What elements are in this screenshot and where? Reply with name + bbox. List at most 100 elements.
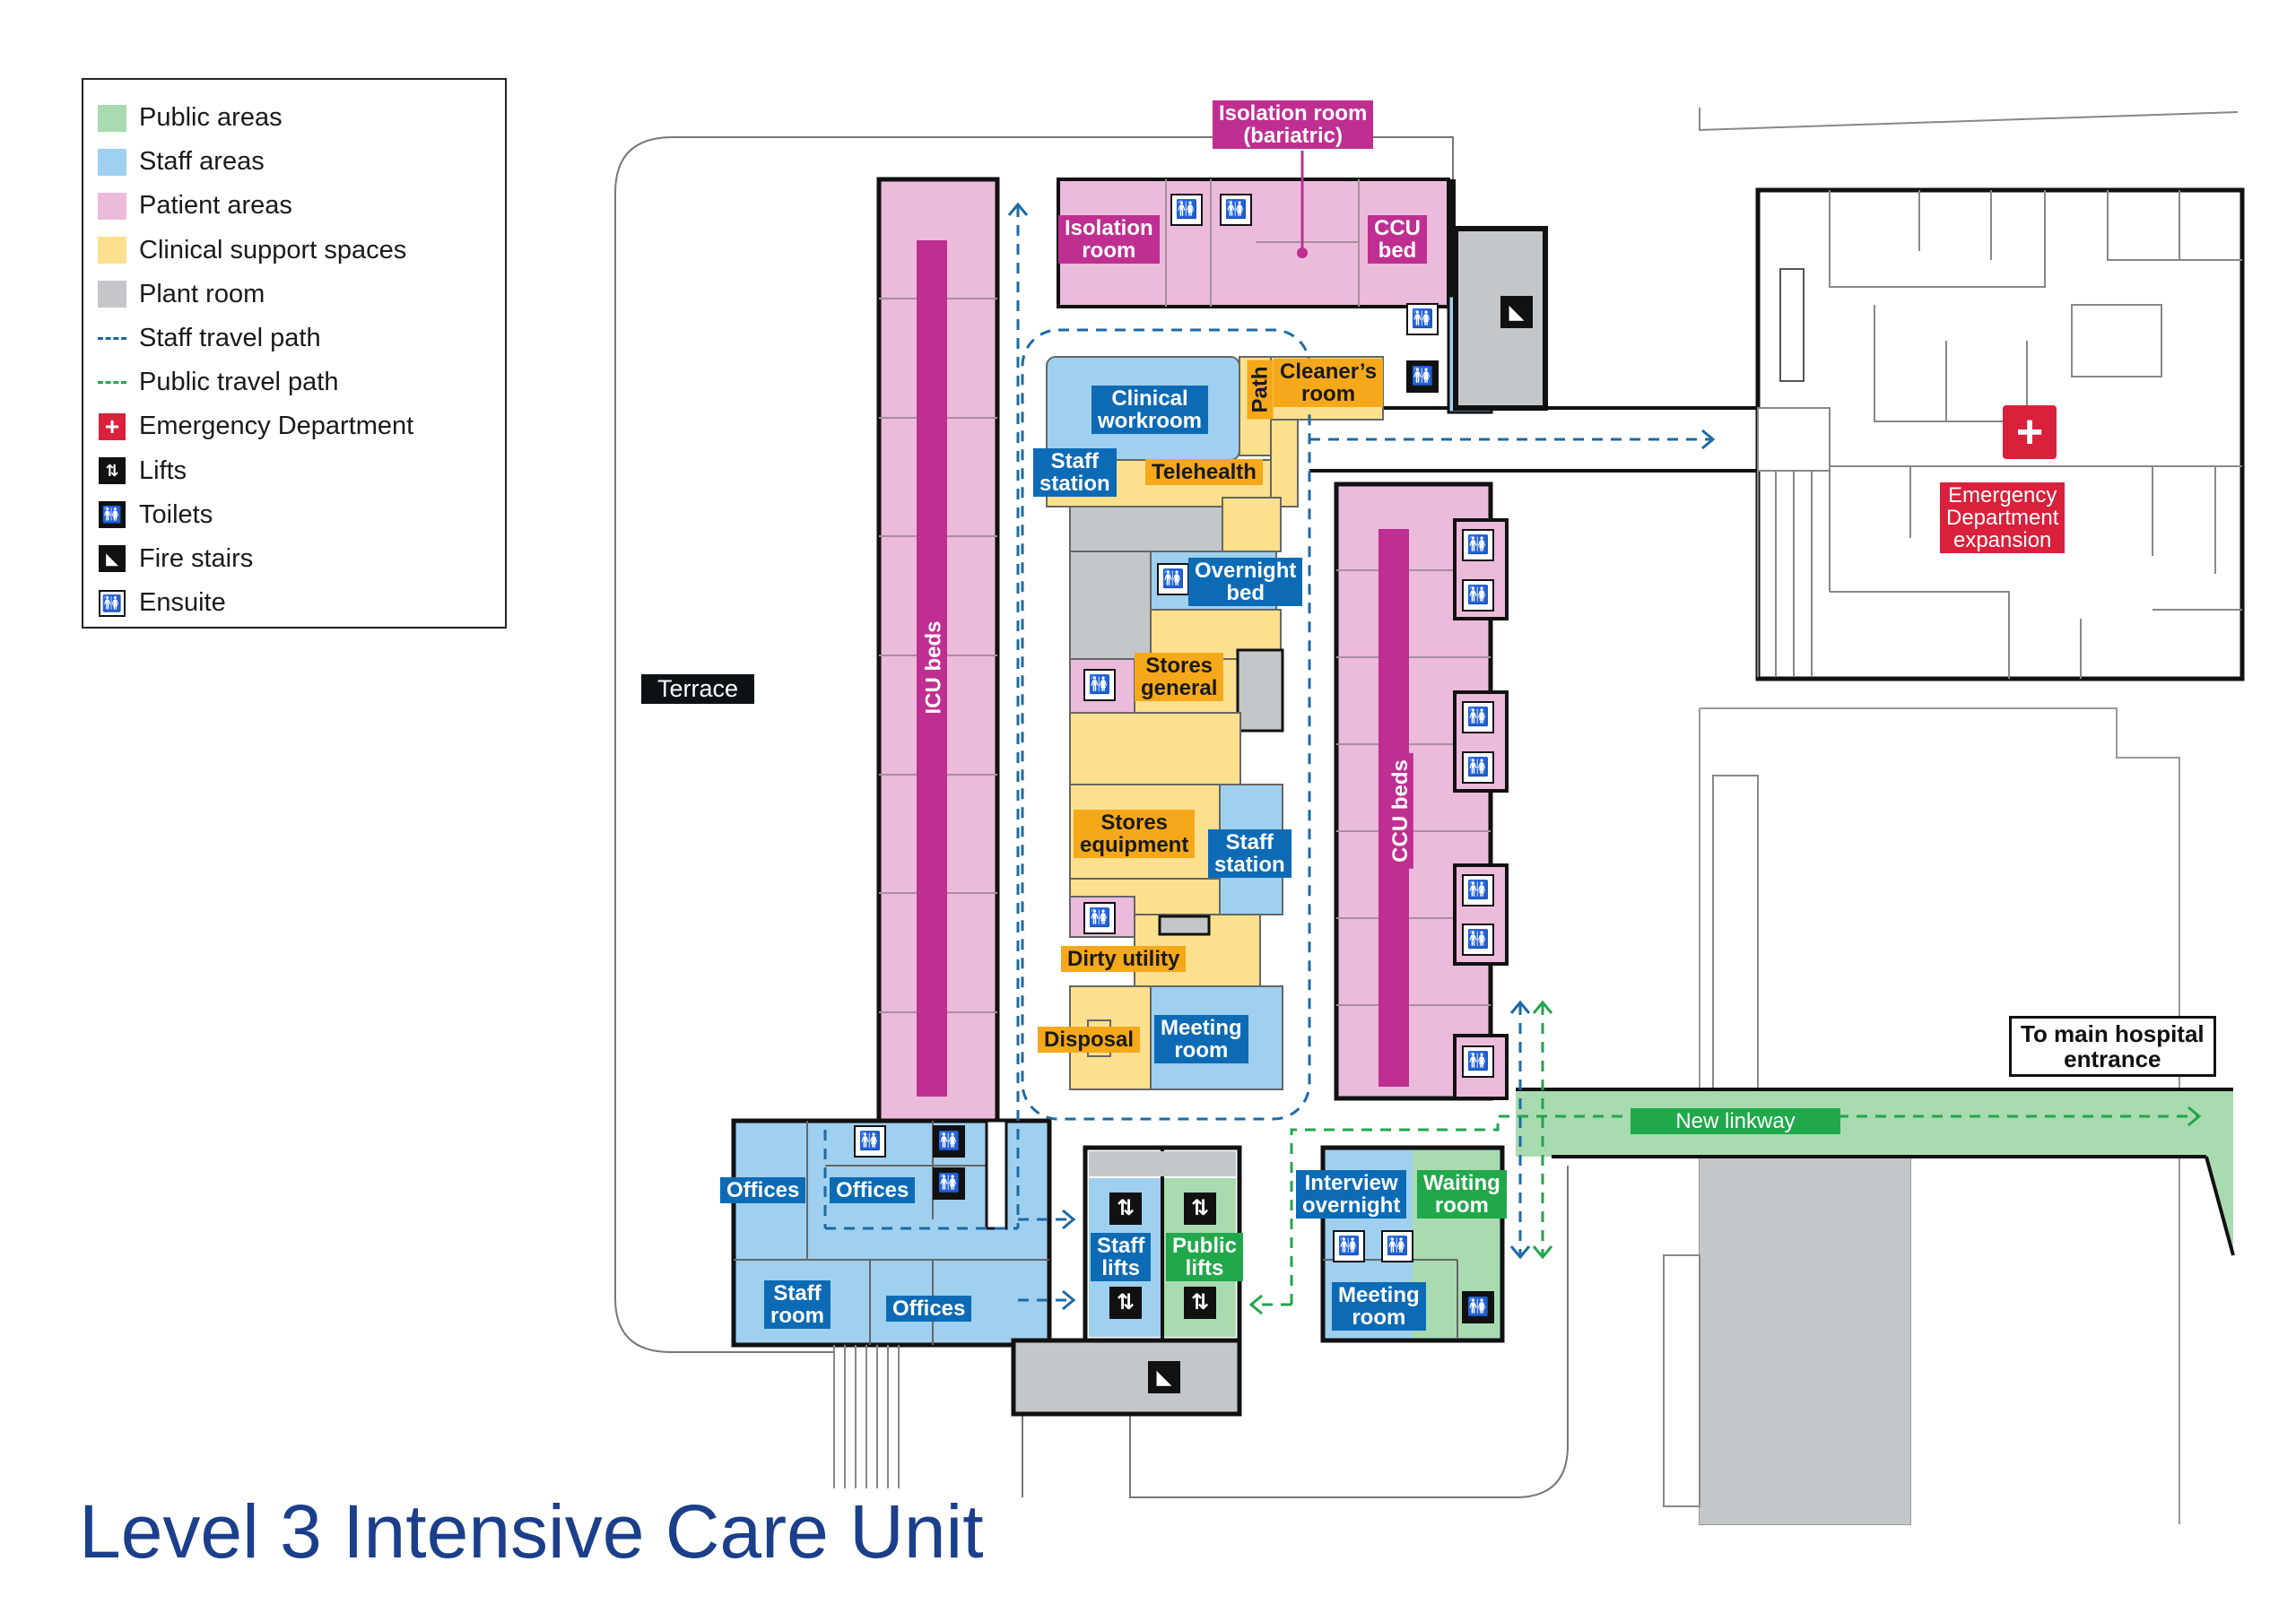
ensuite-icon: 🚻 (99, 589, 126, 617)
staff-lifts-label: Staff lifts (1091, 1233, 1152, 1281)
public-path-dash (98, 381, 126, 385)
fire-stairs-icon: ◣ (99, 545, 126, 573)
meeting-room-label: Meeting room (1154, 1015, 1248, 1063)
toilets-icon: 🚻 (933, 1167, 965, 1200)
meeting-room-label: Meeting room (1332, 1282, 1426, 1331)
toilets-icon: 🚻 (99, 501, 126, 529)
staff-travel-paths (823, 206, 1713, 1302)
toilets-icon: 🚻 (1406, 360, 1439, 393)
legend-label: Public areas (139, 103, 283, 133)
clinical-support-swatch (98, 237, 126, 265)
legend-label: Plant room (139, 279, 265, 308)
offices-label: Offices (886, 1296, 972, 1322)
ensuite-icon: 🚻 (1083, 669, 1116, 701)
legend-label: Public travel path (139, 368, 339, 397)
legend-label: Emergency Department (139, 412, 414, 441)
path-label: Path (1247, 360, 1274, 420)
staff-areas-swatch (98, 148, 126, 176)
ensuite-icon: 🚻 (1462, 1045, 1494, 1078)
ensuite-icon: 🚻 (1462, 924, 1494, 956)
telehealth-label: Telehealth (1145, 459, 1263, 485)
legend-label: Patient areas (139, 191, 292, 221)
isolation-bariatric-label: Isolation room (bariatric) (1213, 100, 1374, 149)
icu-beds-label: ICU beds (920, 614, 947, 721)
toilets-icon: 🚻 (1462, 1291, 1494, 1323)
legend: Public areas Staff areas Patient areas C… (82, 78, 507, 629)
legend-label: Toilets (139, 499, 213, 529)
legend-label: Clinical support spaces (139, 235, 407, 265)
toilets-icon: 🚻 (933, 1125, 965, 1158)
legend-label: Staff travel path (139, 324, 321, 353)
ensuite-icon: 🚻 (1220, 194, 1252, 226)
clinical-workroom-label: Clinical workroom (1091, 386, 1209, 434)
offices-label: Offices (720, 1177, 806, 1203)
staff-station-label: Staff station (1033, 448, 1117, 497)
offices-label: Offices (830, 1177, 916, 1203)
terrace-label: Terrace (641, 674, 755, 704)
ensuite-icon: 🚻 (1406, 303, 1439, 335)
patient-areas-swatch (98, 192, 126, 220)
ensuite-icon: 🚻 (1462, 874, 1494, 906)
path-arrowheads (1007, 202, 2202, 1315)
ed-link-corridor (1309, 406, 1831, 677)
lifts-icon: ⇅ (1109, 1287, 1142, 1319)
bottom-stairs (1011, 1338, 1242, 1417)
ensuite-icon: 🚻 (1462, 579, 1494, 612)
public-lifts-label: Public lifts (1166, 1233, 1244, 1281)
page-title: Level 3 Intensive Care Unit (79, 1489, 984, 1574)
red-cross-icon: + (99, 412, 126, 440)
stores-equipment-label: Stores equipment (1074, 810, 1196, 858)
legend-item-patient-areas: Patient areas (98, 184, 505, 228)
ccu-beds-label: CCU beds (1387, 753, 1413, 869)
legend-item-emergency-department: + Emergency Department (98, 404, 505, 448)
ensuite-icon: 🚻 (1462, 751, 1494, 784)
fire-stairs-icon: ◣ (1500, 296, 1533, 328)
legend-item-public-areas: Public areas (98, 96, 505, 140)
ensuite-icon: 🚻 (1333, 1230, 1365, 1262)
legend-item-lifts: ⇅ Lifts (98, 449, 505, 493)
legend-item-public-travel-path: Public travel path (98, 360, 505, 404)
fire-stairs-icon: ◣ (1148, 1361, 1180, 1393)
legend-item-ensuite: 🚻 Ensuite (98, 581, 505, 625)
ensuite-icon: 🚻 (854, 1125, 886, 1158)
cleaners-room-label: Cleaner’s room (1274, 359, 1384, 407)
legend-label: Fire stairs (139, 543, 254, 573)
public-areas-swatch (98, 104, 126, 132)
disposal-label: Disposal (1038, 1027, 1141, 1053)
waiting-room-label: Waiting room (1417, 1170, 1507, 1219)
ensuite-icon: 🚻 (1170, 194, 1203, 226)
legend-item-staff-areas: Staff areas (98, 140, 505, 184)
lower-right-plant (1700, 1157, 1910, 1524)
legend-label: Staff areas (139, 147, 265, 177)
ensuite-icon: 🚻 (1083, 902, 1116, 934)
overnight-bed-label: Overnight bed (1188, 558, 1303, 606)
legend-item-fire-stairs: ◣ Fire stairs (98, 537, 505, 581)
legend-item-clinical-support: Clinical support spaces (98, 229, 505, 273)
legend-item-toilets: 🚻 Toilets (98, 493, 505, 537)
legend-label: Ensuite (139, 588, 226, 618)
isolation-room-label: Isolation room (1058, 215, 1160, 264)
staff-path-dash (98, 337, 126, 341)
staff-room-label: Staff room (764, 1280, 831, 1329)
legend-label: Lifts (139, 455, 187, 485)
plant-room-swatch (98, 281, 126, 308)
ccu-bed-label: CCU bed (1368, 215, 1427, 264)
new-linkway (1516, 1088, 2235, 1256)
emergency-department-building (1699, 108, 2245, 681)
red-cross-icon: + (2003, 405, 2057, 459)
dirty-utility-label: Dirty utility (1061, 946, 1187, 972)
lifts-icon: ⇅ (1184, 1287, 1216, 1319)
emergency-expansion-label: Emergency Department expansion (1940, 482, 2066, 553)
main-entrance-label: To main hospital entrance (2009, 1016, 2216, 1077)
lifts-icon: ⇅ (1184, 1193, 1216, 1225)
interview-overnight-label: Interview overnight (1296, 1170, 1407, 1219)
staff-station-label: Staff station (1208, 829, 1292, 878)
ccu-wing (1334, 481, 1509, 1101)
ensuite-icon: 🚻 (1381, 1230, 1413, 1262)
ensuite-icon: 🚻 (1157, 563, 1189, 595)
stores-general-label: Stores general (1135, 653, 1224, 701)
lifts-icon: ⇅ (99, 457, 126, 485)
ensuite-icon: 🚻 (1462, 701, 1494, 733)
ensuite-icon: 🚻 (1462, 529, 1494, 561)
